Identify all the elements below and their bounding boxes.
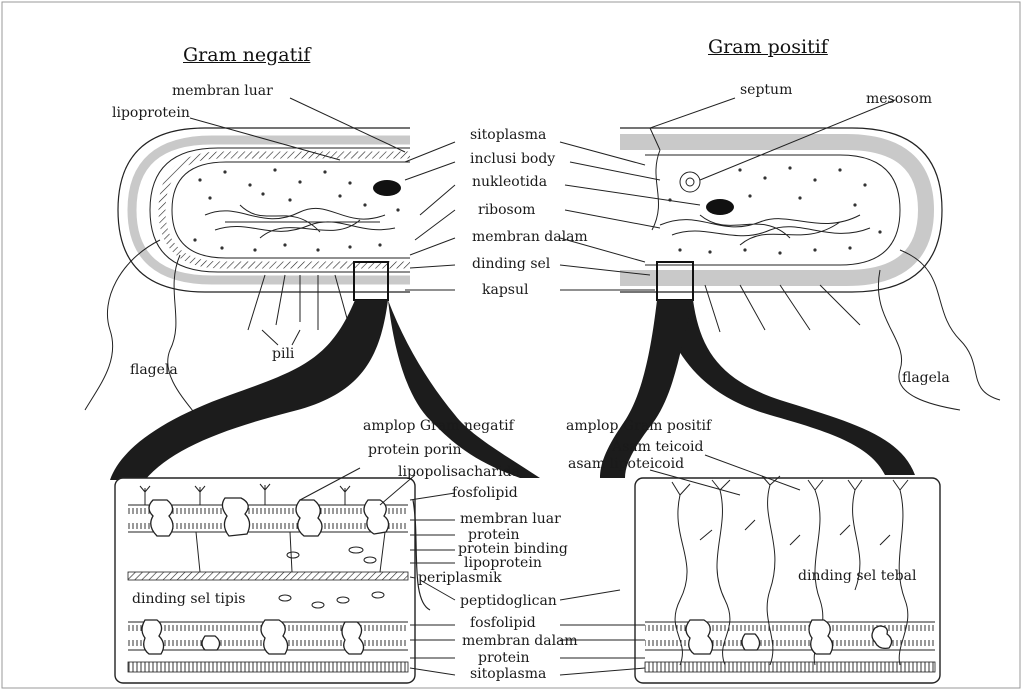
label-sitoplasma: sitoplasma [470, 127, 546, 143]
pos-inclusion-body [706, 199, 734, 215]
neg-env-peptidoglycan [128, 572, 408, 580]
label-dinding-sel-tebal: dinding sel tebal [798, 568, 916, 584]
label-lipopolisacharida: lipopolisacharida [398, 464, 520, 480]
neg-inner-membrane [172, 162, 410, 258]
label-amplop-gram-positif: amplop Gram positif [566, 418, 711, 434]
label-lipoprotein: lipoprotein [112, 105, 190, 121]
neg-capsule-band [132, 140, 410, 280]
neg-env-cytoplasm [128, 662, 408, 672]
pos-capsule-band [620, 142, 926, 278]
title-gram-positive: Gram positif [708, 36, 828, 58]
label-membran-luar-env: membran luar [460, 511, 561, 527]
label-membran-luar: membran luar [172, 83, 273, 99]
label-dinding-sel: dinding sel [472, 256, 550, 272]
pos-mesosome [680, 172, 700, 192]
label-dinding-sel-tipis: dinding sel tipis [132, 591, 245, 607]
neg-inclusion-body [373, 180, 401, 196]
label-inclusi-body: inclusi body [470, 151, 555, 167]
pos-env-cytoplasm [645, 662, 935, 672]
pos-flagellum-2 [878, 270, 960, 410]
label-protein-inner: protein [478, 650, 530, 666]
label-fosfolipid-outer: fosfolipid [452, 485, 518, 501]
pos-nucleoid [660, 215, 870, 245]
pos-inner-membrane [645, 155, 900, 265]
label-ribosom: ribosom [478, 202, 535, 218]
neg-outer-membrane [150, 148, 410, 272]
label-kapsul: kapsul [482, 282, 528, 298]
label-flagela-left: flagela [130, 362, 178, 378]
label-asam-lipoteicoid: asam lipoteicoid [568, 456, 684, 472]
label-membran-dalam: membran dalam [472, 229, 588, 245]
label-flagela-right: flagela [902, 370, 950, 386]
label-periplasmik: periplasmik [418, 570, 502, 586]
pos-septum [652, 150, 660, 230]
label-mesosom: mesosom [866, 91, 932, 107]
neg-cell-wall [162, 155, 410, 265]
label-membran-dalam-env: membran dalam [462, 633, 578, 649]
label-lipoprotein-env: lipoprotein [464, 555, 542, 571]
label-asam-teicoid: Asam teicoid [612, 439, 703, 455]
label-amplop-gram-negatif: amplop Gram negatif [363, 418, 514, 434]
neg-nucleoid [205, 205, 395, 238]
label-fosfolipid-inner: fosfolipid [470, 615, 536, 631]
neg-envelope [115, 478, 415, 683]
label-pili: pili [272, 346, 294, 362]
label-protein-porin: protein porin [368, 442, 462, 458]
title-gram-negative: Gram negatif [183, 44, 310, 66]
label-nukleotida: nukleotida [472, 174, 547, 190]
label-septum: septum [740, 82, 792, 98]
neg-ribosomes [193, 168, 399, 251]
label-sitoplasma-env: sitoplasma [470, 666, 546, 682]
gram-positive-cell [620, 128, 1000, 410]
label-peptidoglican: peptidoglican [460, 593, 557, 609]
